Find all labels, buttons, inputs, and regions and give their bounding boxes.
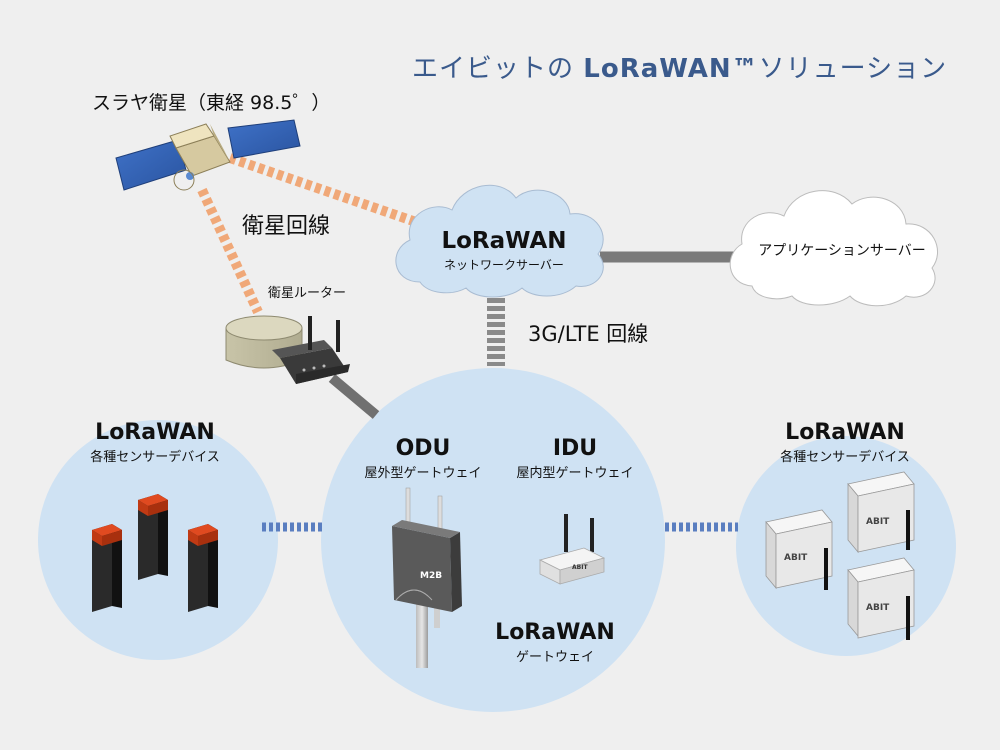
odu-gateway-icon: M2B xyxy=(392,487,462,668)
cube-sensor-top: ABIT xyxy=(847,471,915,554)
satellite-downlink xyxy=(197,187,263,315)
title-prefix: エイビットの xyxy=(412,54,584,84)
title-brand: LoRaWAN™ xyxy=(583,54,759,84)
satellite-uplink xyxy=(228,153,418,227)
odu-title: ODU xyxy=(395,436,451,461)
right-devices-subtitle: 各種センサーデバイス xyxy=(780,450,910,465)
idu-title: IDU xyxy=(552,436,598,461)
left-devices-title: LoRaWAN xyxy=(95,420,215,445)
sensor-brand-3: ABIT xyxy=(866,603,890,613)
app-server-cloud xyxy=(729,190,938,307)
gateway-subtitle: ゲートウェイ xyxy=(515,650,594,665)
app-server-label: アプリケーションサーバー xyxy=(758,243,926,259)
satellite-link-label: 衛星回線 xyxy=(242,214,331,239)
gateway-title: LoRaWAN xyxy=(495,620,615,645)
odu-subtitle: 屋外型ゲートウェイ xyxy=(364,466,482,481)
page-title: エイビットの LoRaWAN™ソリューション xyxy=(412,48,947,85)
post-sensor-3 xyxy=(188,524,218,612)
right-devices-label: LoRaWAN 各種センサーデバイス xyxy=(760,420,930,465)
idu-gateway-icon: ABIT xyxy=(538,514,606,585)
gateway-zone xyxy=(321,368,665,712)
router-link xyxy=(328,374,380,419)
satellite-label: スラヤ衛星（東経 98.5゜） xyxy=(92,92,331,114)
satellite-router-icon xyxy=(225,315,350,384)
backhaul-label: 3G/LTE 回線 xyxy=(528,322,649,346)
left-devices-label: LoRaWAN 各種センサーデバイス xyxy=(70,420,240,465)
post-sensor-2 xyxy=(138,494,168,580)
satellite-icon xyxy=(115,119,301,191)
post-sensor-1 xyxy=(92,524,122,612)
network-server-label: LoRaWAN ネットワークサーバー xyxy=(408,228,600,273)
right-devices-title: LoRaWAN xyxy=(785,420,905,445)
sensor-brand-2: ABIT xyxy=(784,553,808,563)
sensor-brand-1: ABIT xyxy=(866,517,890,527)
cube-sensor-left: ABIT xyxy=(765,509,833,590)
left-devices-subtitle: 各種センサーデバイス xyxy=(90,450,220,465)
cube-sensor-bottom: ABIT xyxy=(847,557,915,640)
idu-brand-badge: ABIT xyxy=(572,564,588,571)
odu-label: ODU 屋外型ゲートウェイ xyxy=(348,436,498,481)
network-server-subtitle: ネットワークサーバー xyxy=(444,258,564,272)
network-server-title: LoRaWAN xyxy=(441,228,567,254)
idu-label: IDU 屋内型ゲートウェイ xyxy=(500,436,650,481)
gateway-label: LoRaWAN ゲートウェイ xyxy=(470,620,640,665)
idu-subtitle: 屋内型ゲートウェイ xyxy=(516,466,634,481)
network-server-cloud xyxy=(395,184,604,298)
title-suffix: ソリューション xyxy=(758,54,948,84)
router-label: 衛星ルーター xyxy=(268,286,347,301)
odu-brand-badge: M2B xyxy=(420,571,442,581)
